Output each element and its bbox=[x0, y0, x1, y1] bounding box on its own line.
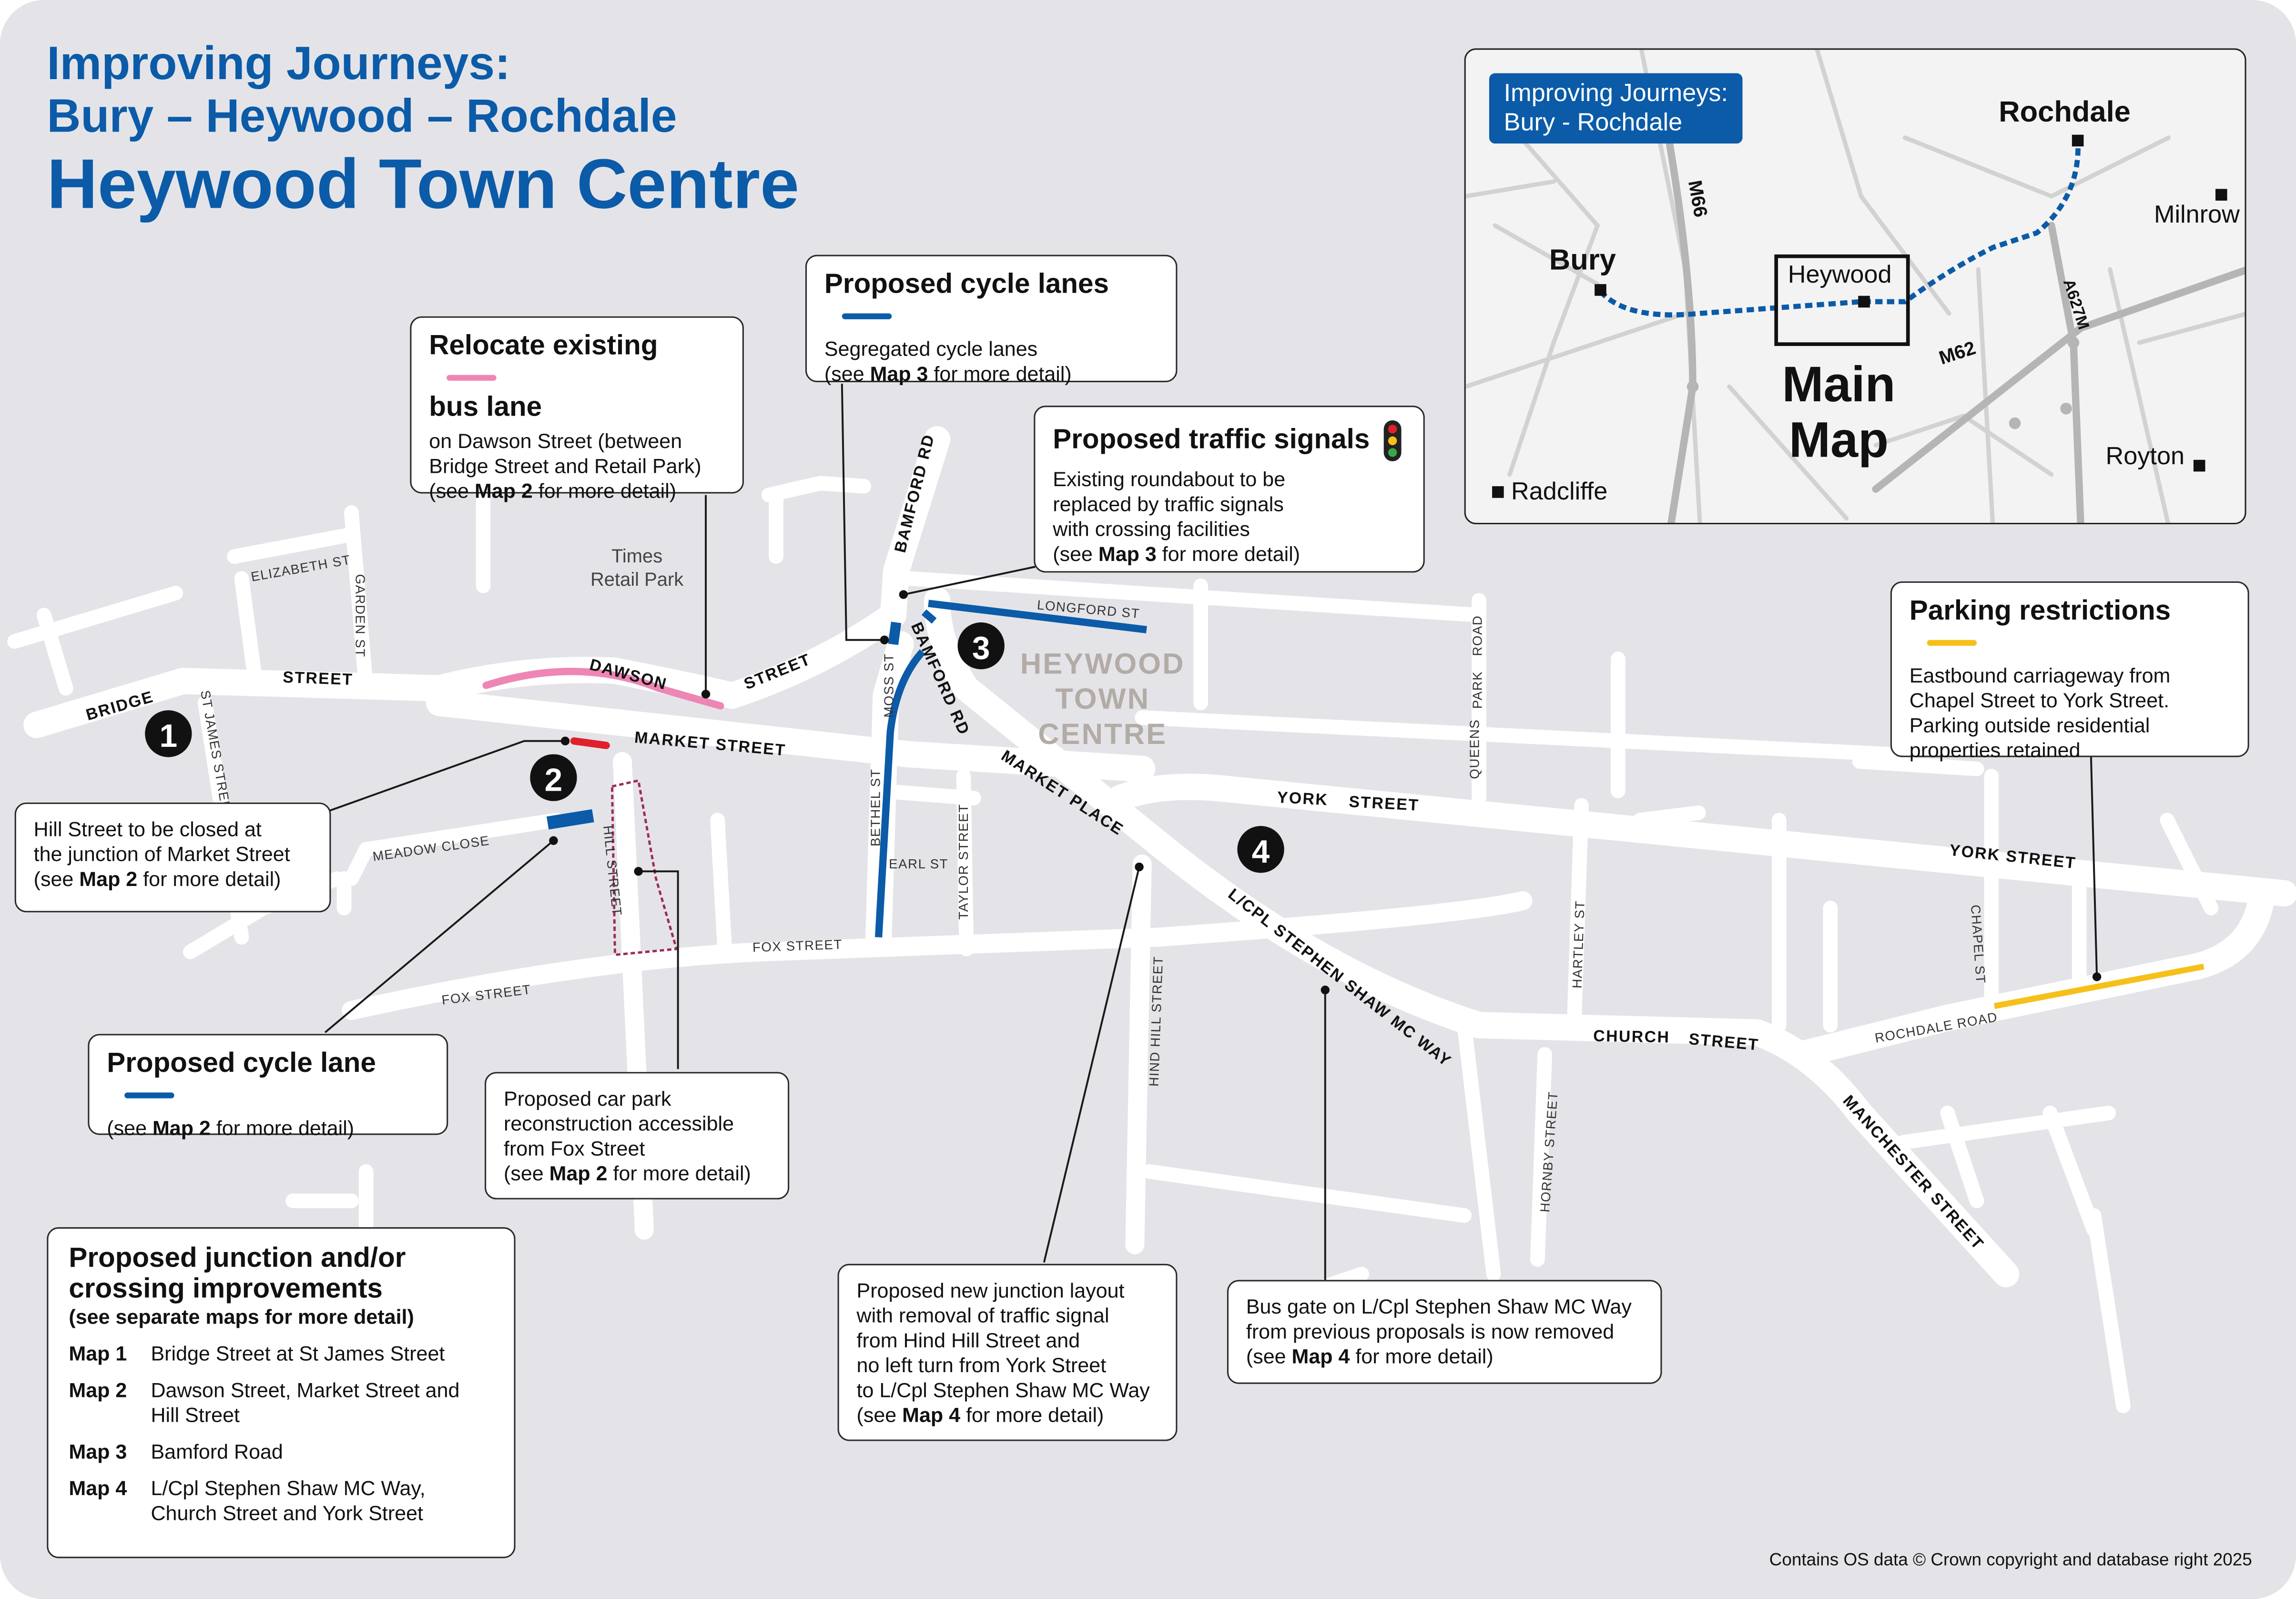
marker-2 bbox=[530, 754, 577, 801]
marker-3-label: 3 bbox=[972, 631, 990, 666]
inset-m62-label: M62 bbox=[1937, 337, 1978, 369]
callout-traffic-signals: Proposed traffic signals Existing rounda… bbox=[1034, 406, 1425, 573]
street-earl: EARL ST bbox=[889, 856, 948, 871]
street-taylor: TAYLOR STREET bbox=[956, 804, 971, 919]
inset-heywood-label: Heywood bbox=[1788, 260, 1892, 289]
cycle-lanes-legend-line bbox=[842, 313, 892, 319]
hill-street-closure bbox=[570, 737, 610, 749]
callout-cycle-lanes: Proposed cycle lanes Segregated cycle la… bbox=[805, 255, 1178, 385]
inset-route-line bbox=[1598, 140, 2081, 317]
street-road: ROAD bbox=[1470, 615, 1485, 656]
inset-bury-label: Bury bbox=[1549, 244, 1616, 277]
marker-4 bbox=[1237, 826, 1284, 873]
bus-lane-legend-line bbox=[447, 375, 497, 381]
page-title: Heywood Town Centre bbox=[47, 146, 800, 224]
street-queens: QUEENS bbox=[1467, 719, 1482, 779]
cycle-lane-legend-line bbox=[124, 1092, 174, 1099]
street-moss: MOSS ST bbox=[881, 653, 896, 717]
marker-3 bbox=[957, 622, 1005, 670]
traffic-light-icon bbox=[1384, 420, 1402, 461]
marker-2-label: 2 bbox=[545, 762, 563, 798]
inset-radcliffe-label: Radcliffe bbox=[1511, 477, 1608, 506]
leader-lines bbox=[323, 384, 2098, 1280]
street-park: PARK bbox=[1470, 671, 1485, 709]
marker-1 bbox=[145, 710, 192, 757]
inset-heywood-marker bbox=[1858, 295, 1870, 308]
parking-restriction-line bbox=[1993, 963, 2205, 1009]
junction-list-box: Proposed junction and/or crossing improv… bbox=[47, 1227, 516, 1558]
inset-milnrow-label: Milnrow bbox=[2154, 200, 2240, 229]
place-retail-park: Retail Park bbox=[590, 569, 684, 590]
marker-1-label: 1 bbox=[160, 718, 178, 754]
inset-royton-label: Royton bbox=[2105, 442, 2185, 470]
heywood-label-3: CENTRE bbox=[1038, 718, 1167, 751]
street-church: CHURCH bbox=[1593, 1027, 1670, 1047]
title-line-2: Bury – Heywood – Rochdale bbox=[47, 89, 677, 143]
inset-radcliffe-marker bbox=[1492, 486, 1504, 498]
inset-badge: Improving Journeys:Bury - Rochdale bbox=[1489, 73, 1743, 144]
heywood-label-2: TOWN bbox=[1055, 682, 1150, 715]
inset-map-roads: M66 M62 A627M bbox=[1465, 50, 2245, 523]
callout-car-park: Proposed car park reconstruction accessi… bbox=[485, 1072, 790, 1200]
map-markers: 1 2 3 4 bbox=[145, 622, 1284, 873]
place-times: Times bbox=[611, 546, 662, 567]
bus-lane-line bbox=[482, 668, 724, 710]
street-street: STREET bbox=[283, 668, 354, 689]
inset-bury-marker bbox=[1595, 284, 1606, 296]
inset-royton-marker bbox=[2193, 459, 2205, 472]
inset-map: M66 M62 A627M Improving Journeys:Bury - … bbox=[1464, 48, 2246, 525]
inset-rochdale-marker bbox=[2072, 134, 2084, 147]
heywood-label-1: HEYWOOD bbox=[1020, 647, 1185, 680]
parking-legend-line bbox=[1927, 640, 1977, 646]
inset-milnrow-marker bbox=[2215, 189, 2227, 201]
copyright: Contains OS data © Crown copyright and d… bbox=[1769, 1549, 2252, 1570]
callout-junction-layout: Proposed new junction layout with remova… bbox=[837, 1263, 1178, 1441]
inset-rochdale-label: Rochdale bbox=[1999, 96, 2131, 129]
inset-heywood-frame bbox=[1774, 254, 1910, 346]
callout-parking: Parking restrictions Eastbound carriagew… bbox=[1890, 581, 2249, 762]
car-park-outline bbox=[610, 779, 678, 957]
title-line-1: Improving Journeys: bbox=[47, 36, 510, 90]
minor-streets bbox=[7, 476, 2219, 1414]
callout-hill-street-closed: Hill Street to be closed at the junction… bbox=[14, 802, 331, 913]
leader-dots bbox=[549, 590, 2102, 995]
street-bethel: BETHEL ST bbox=[868, 769, 883, 846]
inset-m66-label: M66 bbox=[1684, 179, 1711, 219]
callout-cycle-lane: Proposed cycle lane (see Map 2 for more … bbox=[88, 1034, 448, 1140]
marker-4-label: 4 bbox=[1252, 834, 1270, 870]
street-fox: FOX STREET bbox=[752, 937, 843, 955]
main-streets bbox=[23, 426, 2296, 1287]
street-garden: GARDEN ST bbox=[353, 574, 368, 657]
street-york: YORK bbox=[1277, 788, 1329, 809]
street-york-street: STREET bbox=[1349, 793, 1420, 815]
street-hartley: HARTLEY ST bbox=[1570, 900, 1587, 988]
callout-bus-gate: Bus gate on L/Cpl Stephen Shaw MC Way fr… bbox=[1227, 1280, 1662, 1384]
cycle-lane-lines bbox=[546, 600, 1147, 937]
